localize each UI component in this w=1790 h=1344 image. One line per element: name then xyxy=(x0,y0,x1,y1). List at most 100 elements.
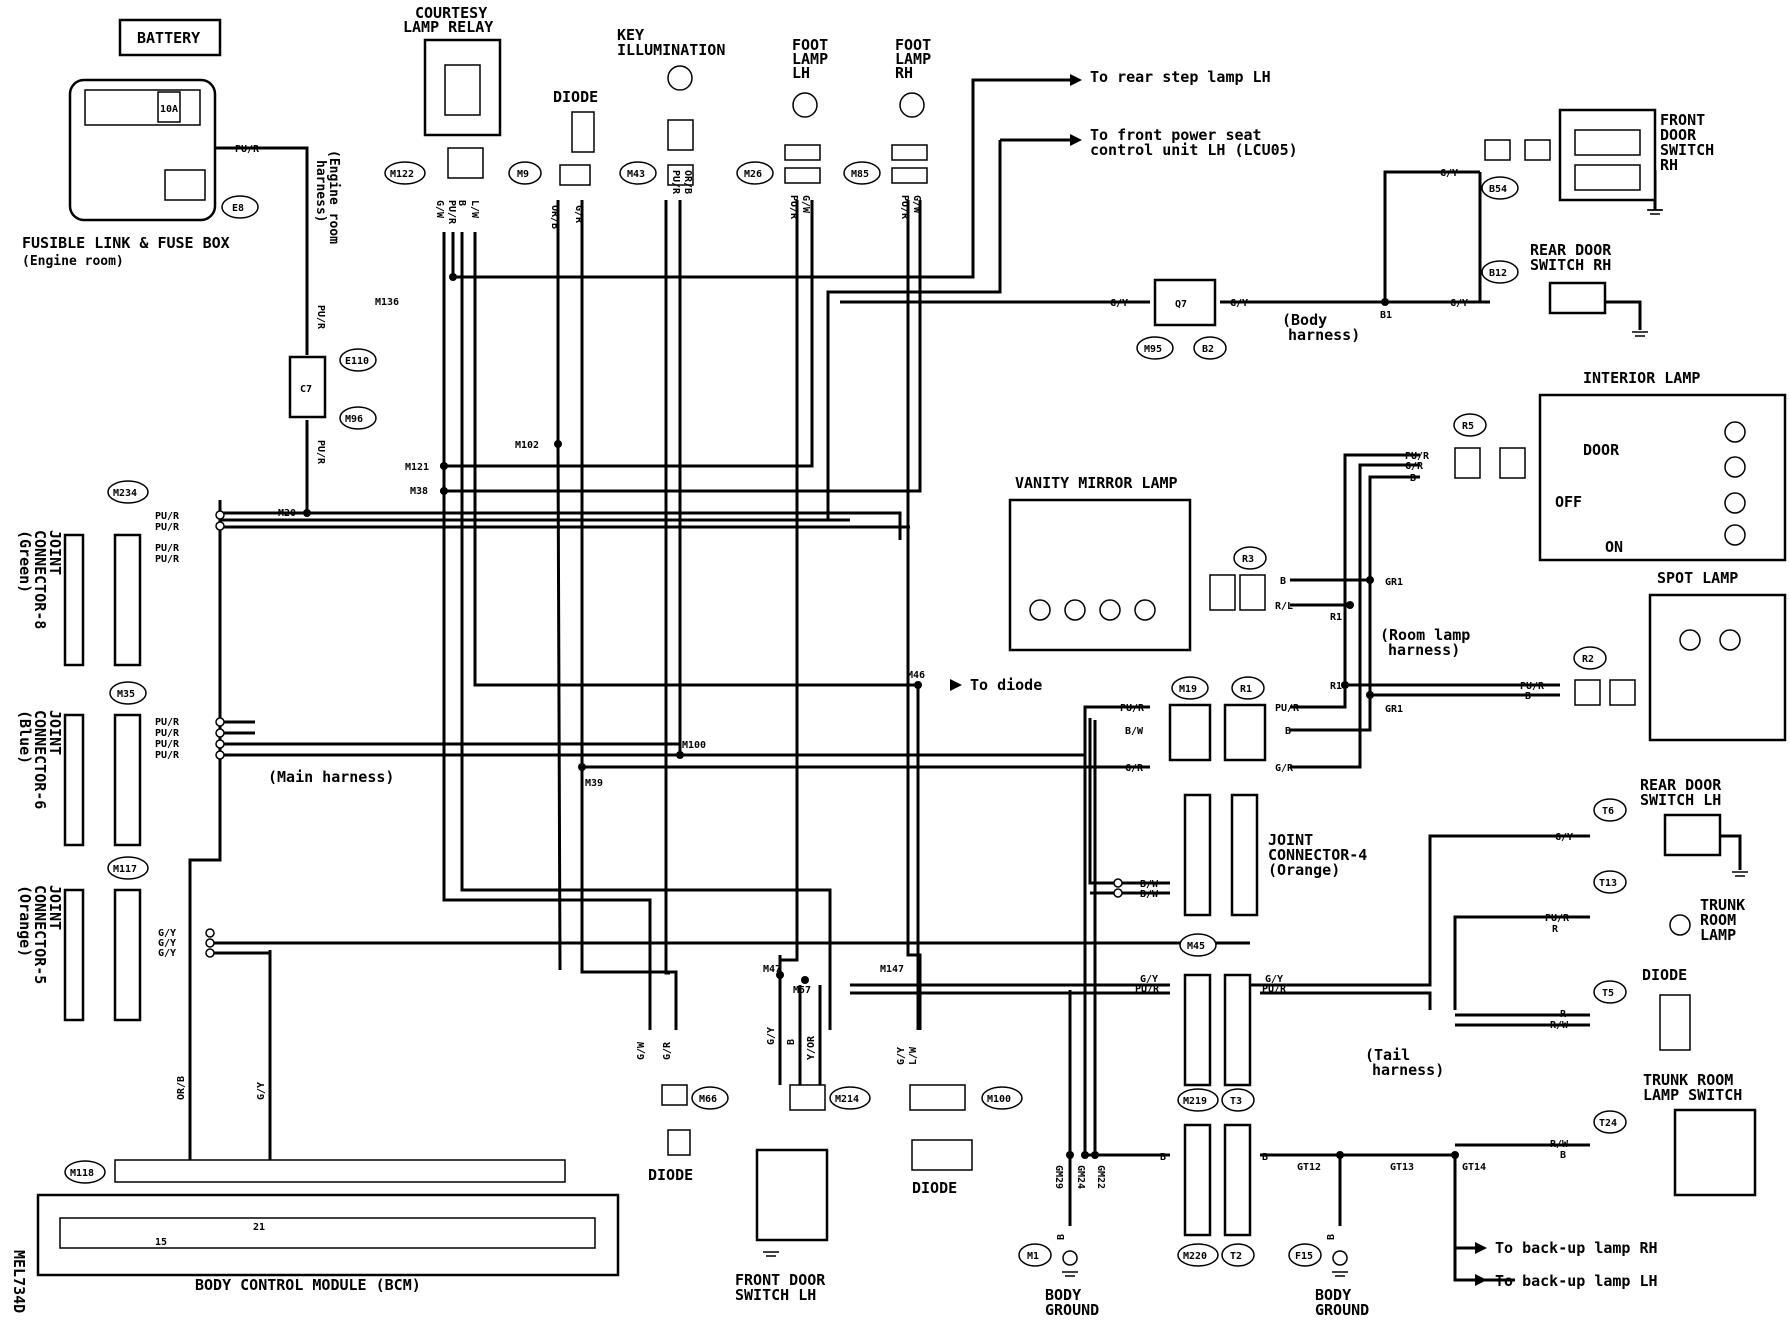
jc6-label-3: (Blue) xyxy=(16,710,34,764)
conn-t13: T13 xyxy=(1599,878,1617,889)
conn-t3: T3 xyxy=(1230,1096,1242,1107)
fusible-link-label: FUSIBLE LINK & FUSE BOX xyxy=(22,234,230,252)
odot-jc6-2 xyxy=(215,728,225,738)
junction-gt13: GT13 xyxy=(1390,1162,1414,1173)
interior-off-label: OFF xyxy=(1555,493,1582,511)
junction-gt14: GT14 xyxy=(1462,1162,1486,1173)
wire-gy-b54 xyxy=(1383,170,1480,302)
harness-tail-1: (Tail xyxy=(1365,1046,1410,1064)
wl-pur-m19: PU/R xyxy=(1120,703,1145,714)
dot-m100 xyxy=(676,751,684,759)
vanity-mirror-label: VANITY MIRROR LAMP xyxy=(1015,474,1178,492)
wire-diode-gr xyxy=(580,200,678,1030)
wire-r1-gr xyxy=(1290,463,1420,769)
courtesy-relay-label-1: COURTESY xyxy=(415,4,487,22)
conn-m43: M43 xyxy=(627,169,645,180)
interior-lamp-label: INTERIOR LAMP xyxy=(1583,369,1700,387)
odot-jc8-2 xyxy=(215,521,225,531)
diode-m100 xyxy=(911,1139,973,1171)
junction-m147: M147 xyxy=(880,964,904,975)
conn-r3: R3 xyxy=(1242,554,1254,565)
r3-conn2 xyxy=(1239,574,1266,611)
trunk-lamp-switch xyxy=(1673,1108,1757,1197)
junction-m47: M47 xyxy=(763,964,781,975)
conn-t24: T24 xyxy=(1599,1118,1617,1129)
rear-door-rh-label-1: REAR DOOR xyxy=(1530,241,1612,259)
dot-m47 xyxy=(776,971,784,979)
dest-backup-rh: To back-up lamp RH xyxy=(1495,1239,1658,1257)
diode-m100-label: DIODE xyxy=(912,1179,957,1197)
key-illum-conn2 xyxy=(667,164,694,186)
arrow-power-seat xyxy=(1070,134,1082,146)
dot-m38 xyxy=(440,487,448,495)
wl-gy-jc5b: G/Y xyxy=(158,938,176,949)
dest-rear-step: To rear step lamp LH xyxy=(1090,68,1271,86)
interior-lamp xyxy=(1538,393,1787,562)
wl-b-t2: B xyxy=(1262,1152,1268,1163)
wl-pur-jc6a: PU/R xyxy=(155,717,180,728)
rear-door-lh-label-1: REAR DOOR xyxy=(1640,776,1722,794)
wl-b-r1: B xyxy=(1285,726,1291,737)
wl-pur-jc8c: PU/R xyxy=(155,543,180,554)
wl-rl-r3: R/L xyxy=(1275,601,1293,612)
front-door-rh-label-1: FRONT xyxy=(1660,111,1705,129)
bcm-label: BODY CONTROL MODULE (BCM) xyxy=(195,1276,421,1294)
harness-room-lamp-2: harness) xyxy=(1388,641,1460,659)
conn-oval-m9 xyxy=(508,161,542,185)
wl-gy-bcm: G/Y xyxy=(256,1082,267,1100)
dot-gr1b xyxy=(1366,691,1374,699)
conn-oval-m96 xyxy=(339,406,377,430)
odot-jc5-3 xyxy=(205,948,215,958)
junction-gm24: GM24 xyxy=(1075,1165,1086,1189)
wl-gy-t3: G/Y xyxy=(1265,974,1283,985)
odot-jc4-1 xyxy=(1113,878,1123,888)
b54-conn xyxy=(1484,139,1511,161)
junction-m102: M102 xyxy=(515,440,539,451)
foot-lh-bulb xyxy=(792,92,818,118)
conn-oval-b12 xyxy=(1481,260,1519,284)
wl-pur-t3: PU/R xyxy=(1262,984,1287,995)
wl-pur-jc6c: PU/R xyxy=(155,739,180,750)
diode-m66-label: DIODE xyxy=(648,1166,693,1184)
conn-f15: F15 xyxy=(1295,1251,1313,1262)
rear-door-lh-label-2: SWITCH LH xyxy=(1640,791,1721,809)
wl-pur-m85: PU/R xyxy=(899,195,910,220)
harness-room-lamp-1: (Room lamp xyxy=(1380,626,1470,644)
wire-t13-r xyxy=(1453,915,1590,1010)
conn-oval-m43 xyxy=(619,161,657,185)
conn-oval-m35 xyxy=(109,681,147,705)
front-door-rh-label-3: SWITCH xyxy=(1660,141,1714,159)
spot-lamp-label: SPOT LAMP xyxy=(1657,569,1738,587)
trunk-lamp-bulb xyxy=(1669,914,1691,936)
spot-bulb-2 xyxy=(1719,629,1741,651)
bcm-pin-21: 21 xyxy=(253,1222,265,1233)
wl-pur-r2: PU/R xyxy=(1520,681,1545,692)
wl-gr-r5: G/R xyxy=(1405,461,1424,472)
wl-pur-e110: PU/R xyxy=(315,305,326,330)
wl-gy-q7b: G/Y xyxy=(1230,298,1248,309)
wl-orb-bcm: OR/B xyxy=(176,1076,187,1100)
vanity-bulb-1 xyxy=(1029,599,1051,621)
dest-power-seat-1: To front power seat xyxy=(1090,126,1262,144)
t2-conn xyxy=(1223,1123,1252,1237)
conn-oval-r3 xyxy=(1233,546,1267,570)
conn-b2: B2 xyxy=(1202,344,1214,355)
conn-oval-m118 xyxy=(64,1160,106,1184)
body-ground-1-label-1: BODY xyxy=(1045,1286,1081,1304)
wl-b-m1: B xyxy=(1056,1234,1067,1240)
wl-gy-m214: G/Y xyxy=(766,1027,777,1045)
courtesy-relay-label-2: LAMP RELAY xyxy=(403,18,493,36)
wl-yor-m214: Y/OR xyxy=(806,1035,817,1060)
wl-lw-m100: L/W xyxy=(908,1046,919,1065)
rear-door-switch-lh xyxy=(1663,813,1722,857)
wl-pur-m26: PU/R xyxy=(788,195,799,220)
fusible-link-sub: (Engine room) xyxy=(22,254,124,269)
arrow-rear-step xyxy=(1070,74,1082,86)
wl-gw-m85: G/W xyxy=(911,195,922,214)
conn-m100: M100 xyxy=(987,1094,1011,1105)
wl-bw-m19: B/W xyxy=(1125,726,1144,737)
bcm-pin-15: 15 xyxy=(155,1237,167,1248)
odot-jc8-1 xyxy=(215,510,225,520)
trunk-lamp-label-2: ROOM xyxy=(1700,911,1736,929)
